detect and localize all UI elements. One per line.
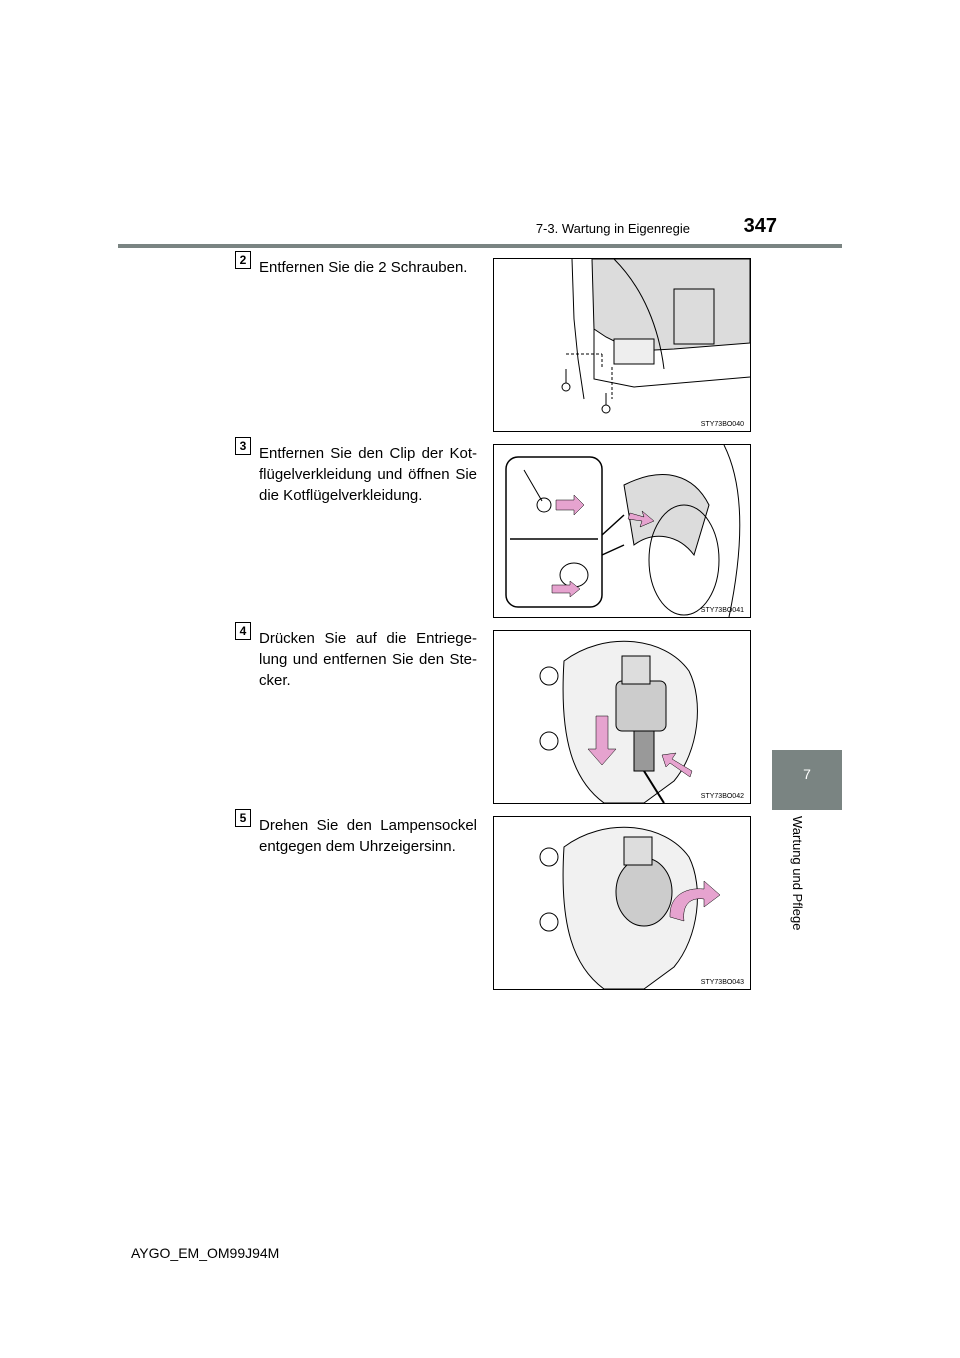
chapter-tab: 7: [772, 750, 842, 810]
figure-code: STY73BO040: [700, 421, 744, 428]
step-number: 4: [235, 622, 251, 640]
figure-code: STY73BO042: [700, 793, 744, 800]
figure-code: STY73BO043: [700, 979, 744, 986]
document-code: AYGO_EM_OM99J94M: [131, 1245, 280, 1261]
socket-illustration: [539, 826, 721, 989]
section-title: 7-3. Wartung in Eigenregie: [535, 221, 690, 236]
figure-connector: STY73BO042: [493, 630, 751, 804]
step-text: Entfernen Sie die 2 Schrauben.: [259, 259, 468, 276]
figure-code: STY73BO041: [700, 607, 744, 614]
figure-socket: STY73BO043: [493, 816, 751, 990]
clip-illustration: [505, 445, 741, 617]
step-text: Entfernen Sie den Clip der Kot­flügelver…: [259, 445, 477, 504]
step-text: Drehen Sie den Lampensockel entgegen dem…: [259, 817, 477, 855]
figure-clip: STY73BO041: [493, 444, 751, 618]
header-rule: [118, 244, 842, 248]
connector-illustration: [539, 640, 698, 803]
page-number: 347: [743, 215, 777, 237]
figure-screws: STY73BO040: [493, 258, 751, 432]
step-number: 5: [235, 809, 251, 827]
screws-illustration: [561, 259, 750, 414]
step-number: 2: [235, 251, 251, 269]
chapter-title: Wartung und Pflege: [790, 816, 805, 931]
step-number: 3: [235, 437, 251, 455]
step-text: Drücken Sie auf die Entriege­lung und en…: [259, 630, 477, 689]
chapter-number: 7: [803, 766, 811, 782]
